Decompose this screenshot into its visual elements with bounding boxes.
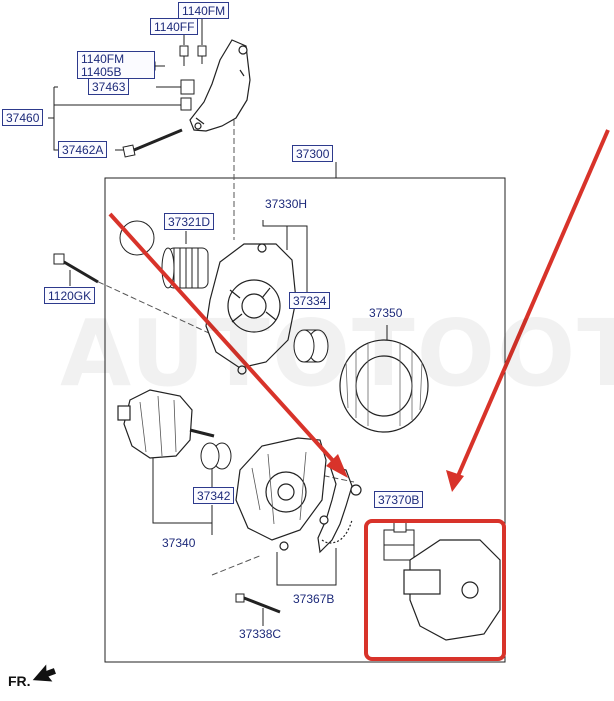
rear-housing bbox=[235, 437, 327, 551]
rectifier-37367B bbox=[317, 465, 362, 554]
label-37338C[interactable]: 37338C bbox=[239, 627, 282, 641]
label-37340[interactable]: 37340 bbox=[162, 536, 196, 550]
label-37367B[interactable]: 37367B bbox=[293, 592, 335, 606]
highlight-arrow-left bbox=[108, 212, 348, 478]
rear-cover bbox=[403, 539, 501, 641]
bolt-1140FF bbox=[179, 45, 189, 66]
bolt-1140FM-top bbox=[197, 45, 207, 64]
label-37334[interactable]: 37334 bbox=[289, 292, 331, 309]
mounting-bracket bbox=[189, 39, 251, 132]
assembly-frame bbox=[104, 177, 506, 663]
label-37463[interactable]: 37463 bbox=[88, 78, 130, 95]
rotor-37340 bbox=[117, 389, 215, 459]
long-bolt-37338C bbox=[235, 593, 281, 614]
gasket-ring bbox=[119, 220, 155, 256]
watermark: AUTOTOOT bbox=[60, 300, 614, 407]
fr-arrow-icon bbox=[32, 664, 56, 682]
label-37350[interactable]: 37350 bbox=[369, 306, 403, 320]
pulley-37321D bbox=[161, 247, 209, 289]
highlight-box bbox=[364, 519, 506, 661]
orientation-label: FR. bbox=[8, 673, 31, 689]
label-1120GK[interactable]: 1120GK bbox=[44, 287, 96, 304]
label-11405B: 11405B bbox=[81, 65, 122, 79]
label-1140FM-11405B[interactable]: 1140FM 11405B bbox=[77, 51, 155, 79]
label-37342[interactable]: 37342 bbox=[193, 487, 235, 504]
long-bolt-37462A bbox=[122, 128, 183, 158]
label-1140FM-mid: 1140FM bbox=[81, 52, 125, 66]
bolt-1120GK bbox=[53, 253, 99, 284]
bearing-37342 bbox=[200, 442, 232, 470]
label-37330H[interactable]: 37330H bbox=[265, 197, 308, 211]
stator-37350 bbox=[339, 339, 429, 433]
label-1140FF[interactable]: 1140FF bbox=[150, 18, 199, 35]
label-37321D[interactable]: 37321D bbox=[164, 213, 215, 230]
regulator-37370B bbox=[383, 521, 415, 561]
label-37300[interactable]: 37300 bbox=[292, 145, 334, 162]
label-37460[interactable]: 37460 bbox=[2, 109, 44, 126]
label-37370B[interactable]: 37370B bbox=[374, 491, 424, 508]
bearing-37334 bbox=[293, 329, 329, 363]
front-housing-37330H bbox=[205, 243, 297, 375]
label-37462A[interactable]: 37462A bbox=[58, 141, 108, 158]
label-1140FM-top[interactable]: 1140FM bbox=[178, 2, 230, 19]
nut-37463 bbox=[180, 79, 195, 111]
highlight-arrow-right bbox=[446, 129, 610, 492]
